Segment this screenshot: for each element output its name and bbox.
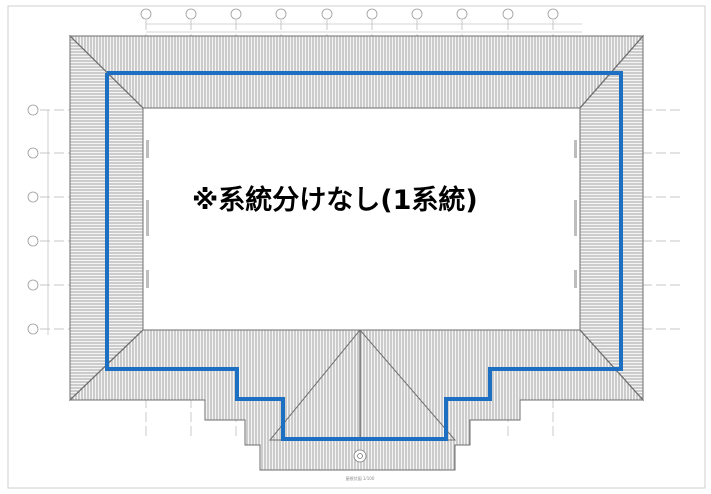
grid-bubble-icon — [275, 8, 287, 20]
grid-bubbles-left — [27, 104, 39, 335]
grid-bubble-icon — [27, 235, 39, 247]
grid-bubble-icon — [456, 8, 468, 20]
grid-bubble-icon — [547, 8, 559, 20]
grid-bubble-icon — [502, 8, 514, 20]
grid-bubble-icon — [27, 191, 39, 203]
grid-bubbles-top — [140, 8, 559, 20]
grid-bubble-icon — [27, 279, 39, 291]
grid-bubble-icon — [185, 8, 197, 20]
drain-route-line — [105, 71, 623, 441]
grid-bubble-icon — [366, 8, 378, 20]
sheet-border — [7, 5, 706, 489]
grid-bubble-icon — [140, 8, 152, 20]
ridge-finial-icon — [353, 449, 367, 463]
grid-bubble-icon — [27, 323, 39, 335]
grid-bubble-icon — [27, 104, 39, 116]
grid-bubble-icon — [230, 8, 242, 20]
roof-surface — [68, 34, 645, 471]
grid-bubble-icon — [321, 8, 333, 20]
grid-bubble-icon — [411, 8, 423, 20]
sheet-caption: 屋根伏図 1/100 — [346, 475, 375, 481]
system-note: ※系統分けなし(1系統) — [192, 185, 478, 216]
grid-bubble-icon — [27, 147, 39, 159]
